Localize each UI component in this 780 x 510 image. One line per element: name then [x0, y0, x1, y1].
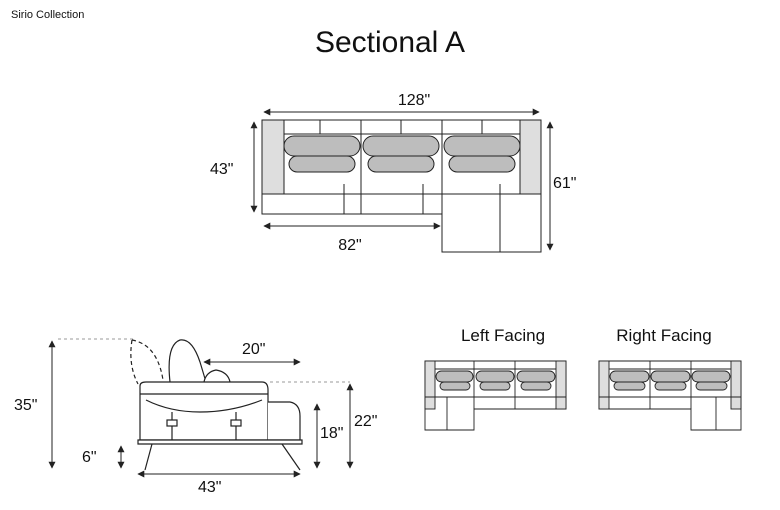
rear-leg: [144, 443, 153, 471]
height-label: 35": [14, 397, 37, 414]
sofa-width-label: 82": [338, 237, 361, 254]
side-view-reference-lines: [58, 338, 350, 383]
depth-label: 43": [210, 161, 233, 178]
seat-depth-label: 20": [242, 341, 265, 358]
headrest-reclined: [131, 339, 165, 389]
top-view-sofa: [261, 119, 542, 253]
left-facing-label: Left Facing: [461, 326, 545, 345]
right-facing-sofa: [598, 360, 742, 431]
arm-height-label: 22": [354, 413, 377, 430]
top-view-dimensions: [250, 108, 554, 251]
back-cushion: [203, 369, 231, 383]
chaise-depth-label: 61": [553, 175, 576, 192]
seat-height-label: 18": [320, 425, 343, 442]
overall-width-label: 128": [398, 92, 430, 109]
headrest: [168, 339, 207, 383]
leg-height-label: 6": [82, 449, 97, 466]
side-view-dimensions: [48, 340, 354, 478]
brand-label: Sirio Collection: [11, 9, 85, 21]
right-facing-label: Right Facing: [616, 326, 711, 345]
seat-body: [139, 381, 269, 441]
left-arm: [261, 119, 285, 195]
side-depth-label: 43": [198, 479, 221, 496]
diagram-title: Sectional A: [314, 26, 466, 59]
back-cushions: [283, 135, 521, 173]
front-leg: [281, 443, 301, 471]
right-arm: [519, 119, 542, 195]
left-facing-sofa: [424, 360, 567, 431]
side-view-sofa: [130, 339, 303, 471]
